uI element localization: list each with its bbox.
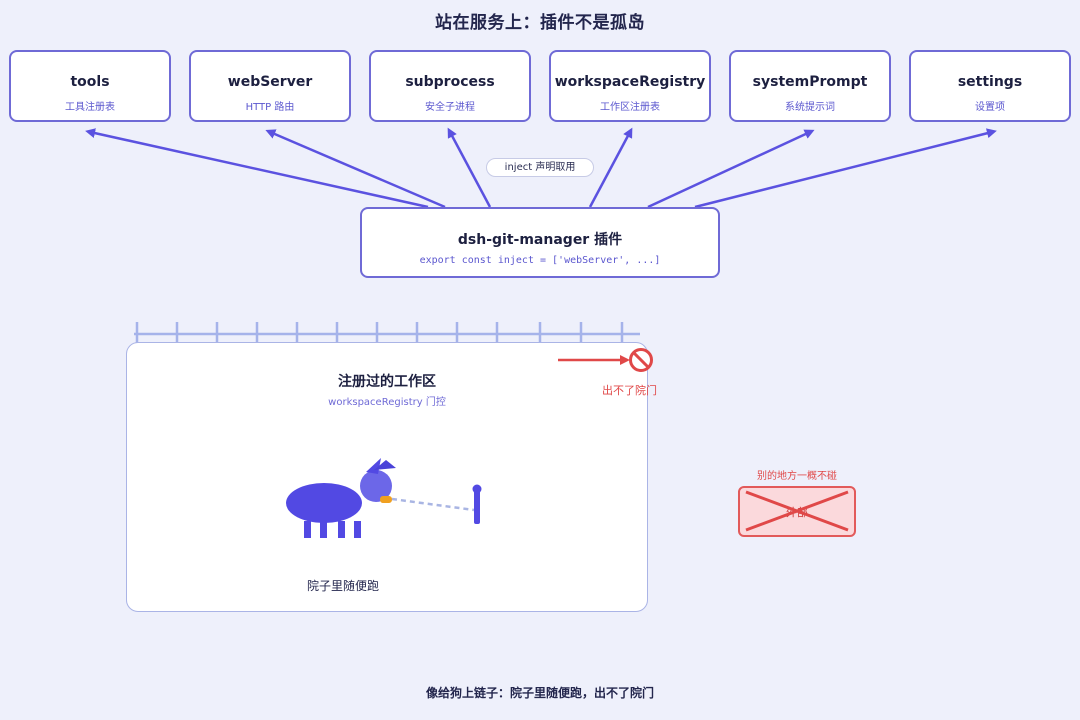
service-subtitle: 安全子进程 [425,102,475,113]
yard-caption: 院子里随便跑 [307,579,380,593]
yard-title: 注册过的工作区 [338,374,436,390]
yard-subtitle: workspaceRegistry 门控 [328,397,446,408]
yard-fence [134,322,640,344]
service-name: workspaceRegistry [554,74,706,90]
service-box-webserver: webServer HTTP 路由 [189,50,351,122]
arrow-to-webserver [265,129,446,209]
arrow-to-tools [85,128,429,209]
page-title: 站在服务上：插件不是孤岛 [435,13,645,33]
no-entry-icon [629,348,653,372]
service-subtitle: 设置项 [975,102,1005,113]
cross-icon [745,490,849,532]
arrow-to-subprocess [447,127,492,208]
service-box-workspace-registry: workspaceRegistry 工作区注册表 [549,50,711,122]
elsewhere-label: 别的地方一概不碰 [757,471,837,482]
service-box-subprocess: subprocess 安全子进程 [369,50,531,122]
leash-post-icon [472,484,482,524]
service-name: subprocess [405,74,495,90]
arrow-to-workspace-registry [588,127,633,208]
service-box-tools: tools 工具注册表 [9,50,171,122]
service-box-system-prompt: systemPrompt 系统提示词 [729,50,891,122]
service-name: tools [70,74,110,90]
inject-label: inject 声明取用 [486,158,594,177]
plugin-title: dsh-git-manager 插件 [457,232,623,248]
service-name: systemPrompt [752,74,868,90]
inject-arrows [85,127,997,209]
dog-icon [286,458,396,538]
service-subtitle: 工作区注册表 [600,102,660,113]
service-subtitle: 工具注册表 [65,102,115,113]
no-exit-label: 出不了院门 [602,384,657,397]
exit-blocked-arrow [558,355,630,365]
leash-line [391,497,475,512]
service-box-settings: settings 设置项 [909,50,1071,122]
service-subtitle: 系统提示词 [785,102,835,113]
arrow-to-system-prompt [647,129,815,209]
plugin-code: export const inject = ['webServer', ...] [419,255,661,266]
service-name: webServer [227,74,313,90]
footer-caption: 像给狗上链子：院子里随便跑，出不了院门 [425,686,654,700]
service-subtitle: HTTP 路由 [245,102,295,113]
arrow-to-settings [694,128,997,209]
service-name: settings [957,74,1023,90]
plugin-box: dsh-git-manager 插件 export const inject =… [360,207,720,278]
